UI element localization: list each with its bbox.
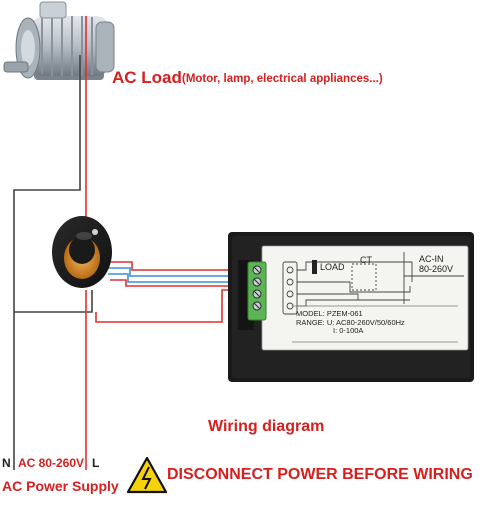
neutral-wire	[13, 55, 93, 470]
meter-range-text: RANGE: U: AC80-260V/50/60Hz	[296, 318, 405, 327]
wiring-diagram-title: Wiring diagram	[208, 418, 325, 435]
electric-motor-icon	[3, 1, 115, 80]
voltage-range-label: AC 80-260V	[18, 456, 85, 470]
meter-range-current-text: I: 0-100A	[333, 326, 364, 335]
meter-ac-in-label: AC-IN	[419, 254, 444, 264]
live-label: L	[92, 456, 100, 470]
meter-model-text: MODEL: PZEM-061	[296, 309, 363, 318]
ac-load-detail-label: (Motor, lamp, electrical appliances...)	[182, 73, 383, 85]
current-transformer-icon	[52, 216, 112, 288]
meter-ct-label: CT	[360, 255, 372, 265]
high-voltage-warning-icon	[126, 456, 168, 494]
meter-ac-in-range: 80-260V	[419, 264, 454, 274]
neutral-label: N	[2, 456, 11, 470]
meter-load-label: LOAD	[320, 262, 345, 272]
warning-text: DISCONNECT POWER BEFORE WIRING	[167, 466, 473, 483]
power-meter-icon	[228, 232, 474, 382]
power-supply-label: AC Power Supply	[2, 478, 119, 494]
ac-load-label: AC Load	[112, 68, 182, 87]
ct-leads	[106, 261, 258, 287]
